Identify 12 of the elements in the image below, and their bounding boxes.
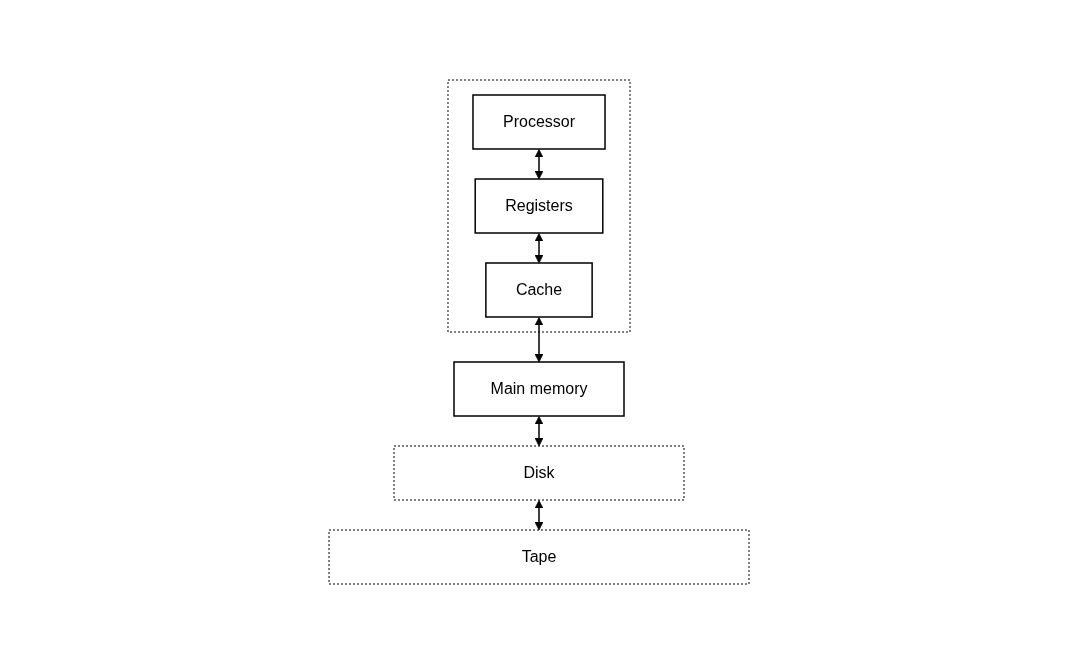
node-box: Disk bbox=[393, 445, 685, 500]
arrow bbox=[534, 499, 544, 530]
node-box: Tape bbox=[328, 529, 750, 584]
arrow bbox=[534, 415, 544, 446]
arrow bbox=[534, 232, 544, 263]
arrow bbox=[534, 148, 544, 179]
node-box: Registers bbox=[474, 177, 604, 234]
node-box: Main memory bbox=[453, 360, 625, 417]
node-box: Processor bbox=[472, 93, 606, 150]
cluster bbox=[447, 79, 631, 332]
node-box: Cache bbox=[485, 261, 593, 318]
arrow bbox=[534, 316, 544, 362]
